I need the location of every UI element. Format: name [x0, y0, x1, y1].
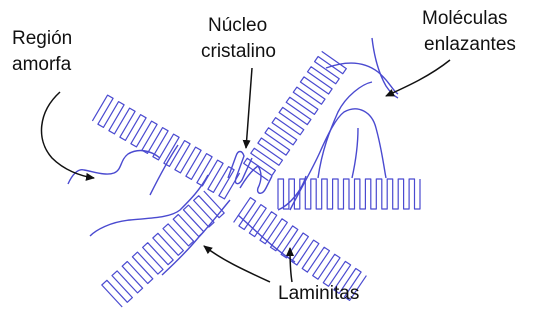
arrow-lamellae-left: [204, 246, 270, 282]
arrow-amorphous: [42, 92, 94, 178]
amorphous-chain: [150, 145, 178, 195]
arrow-lamellae-right: [290, 248, 292, 282]
tie-molecule-chain: [326, 63, 398, 94]
nucleus-chain: [228, 152, 252, 184]
lamella-upper-right: [244, 51, 347, 180]
lamella-upper-left: [92, 95, 239, 199]
label-amorphous-line2: amorfa: [12, 54, 72, 75]
chains-group: [68, 38, 398, 275]
tie-molecule-chain: [318, 82, 372, 178]
labels-group: Región amorfa Núcleo cristalino Molécula…: [12, 8, 516, 304]
lamellae-group: [92, 51, 420, 307]
label-lamellae: Laminitas: [278, 283, 359, 304]
label-amorphous-line1: Región: [12, 28, 72, 49]
amorphous-chain: [162, 200, 230, 275]
label-nucleus-line1: Núcleo: [208, 15, 267, 36]
label-tie-line1: Moléculas: [422, 8, 508, 29]
lamella-horizontal: [278, 179, 420, 209]
amorphous-chain: [68, 151, 160, 184]
lamella-lower-left: [102, 191, 224, 307]
label-tie-line2: enlazantes: [424, 34, 516, 55]
tie-molecule-chain: [372, 38, 398, 98]
tie-molecule-chain: [352, 128, 358, 178]
arrow-tie-molecules: [386, 60, 450, 96]
label-nucleus-line2: cristalino: [201, 41, 276, 62]
arrow-nucleus: [246, 68, 252, 148]
